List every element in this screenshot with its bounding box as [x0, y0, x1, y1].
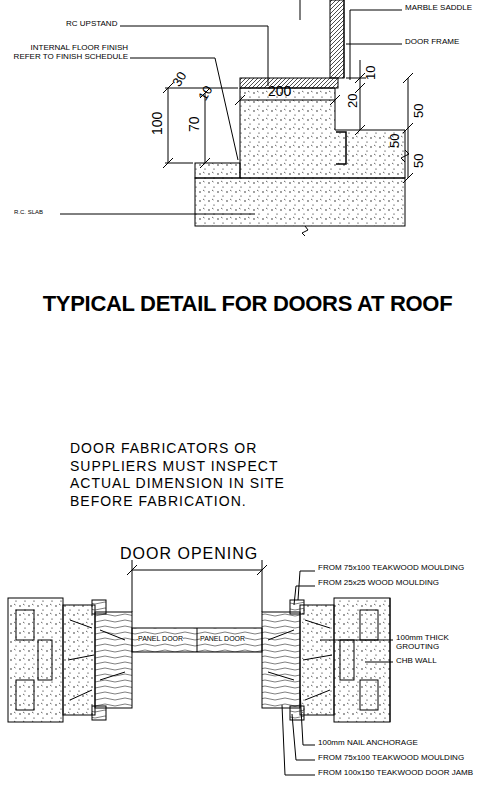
part-label: 100mm NAIL ANCHORAGE [318, 739, 418, 748]
part-label: MARBLE SADDLE [405, 4, 472, 13]
dimension: 20 [346, 94, 360, 108]
dimension: 200 [268, 84, 291, 99]
part-label: FROM 100x150 TEAKWOOD DOOR JAMB [318, 769, 473, 778]
dimension: 50 [388, 134, 402, 148]
dimension: 10 [196, 83, 216, 103]
part-label: RC UPSTAND [66, 20, 117, 29]
dimension: 10 [364, 66, 378, 80]
part-label: PANEL DOOR [138, 635, 183, 643]
part-label: INTERNAL FLOOR FINISH REFER TO FINISH SC… [8, 44, 128, 62]
part-label: PANEL DOOR [200, 635, 245, 643]
dimension: 50 [412, 104, 426, 118]
part-label: R.C. SLAB [14, 209, 43, 216]
dimension: 70 [187, 116, 202, 132]
note: DOOR FABRICATORS OR SUPPLIERS MUST INSPE… [70, 440, 295, 510]
dimension: 30 [170, 69, 190, 89]
part-label: FROM 25x25 WOOD MOULDING [318, 579, 439, 588]
part-label: 100mm THICK GROUTING [396, 634, 491, 652]
drawing-title: TYPICAL DETAIL FOR DOORS AT ROOF [20, 292, 475, 316]
part-label: CHB WALL [396, 657, 437, 666]
dimension: DOOR OPENING [120, 545, 258, 563]
part-label: FROM 75x100 TEAKWOOD MOULDING [318, 754, 464, 763]
part-label: FROM 75x100 TEAKWOOD MOULDING [318, 564, 464, 573]
part-label: DOOR FRAME [405, 38, 459, 47]
dimension: 100 [150, 112, 165, 135]
dimension: 50 [412, 154, 426, 168]
